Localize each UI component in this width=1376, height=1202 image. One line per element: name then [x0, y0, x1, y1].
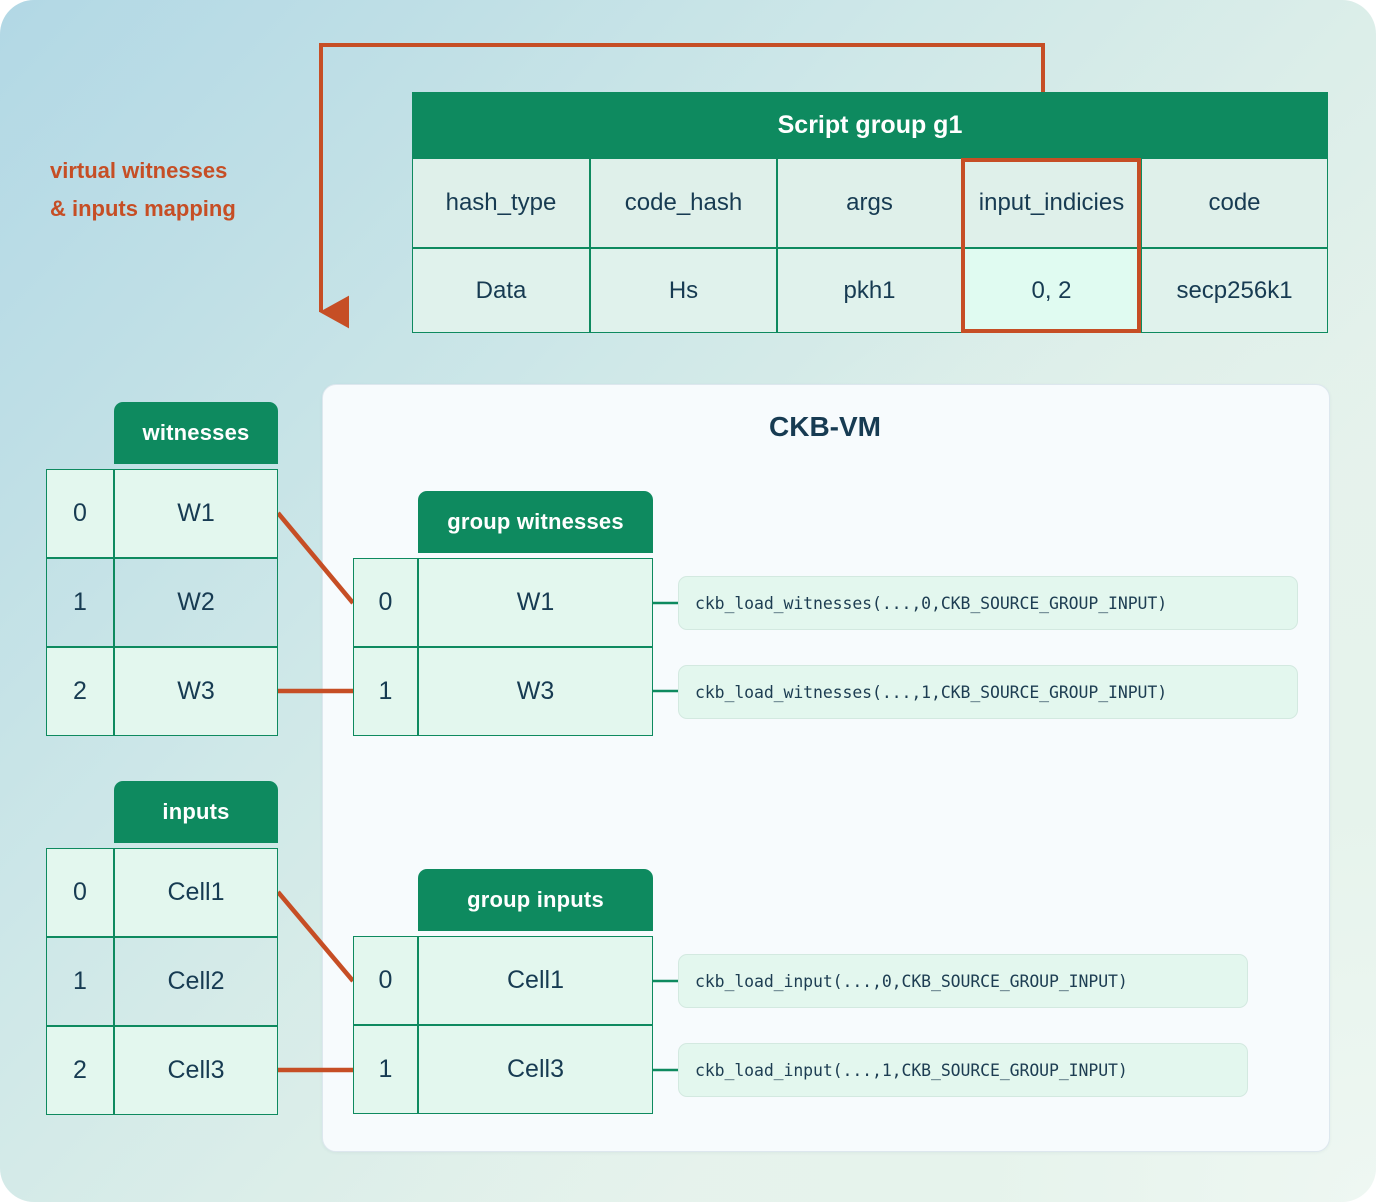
group-inputs-index-0: 0 [353, 936, 418, 1025]
ckb-vm-title: CKB-VM [769, 411, 881, 442]
witnesses-value-0: W1 [114, 469, 278, 558]
inputs-caption: inputs [114, 781, 278, 843]
script-group-header-input-indicies: input_indicies [962, 158, 1141, 248]
group-inputs-caption: group inputs [418, 869, 653, 931]
code-pill-load-witnesses-0: ckb_load_witnesses(...,0,CKB_SOURCE_GROU… [678, 576, 1298, 630]
inputs-value-0: Cell1 [114, 848, 278, 937]
inputs-value-2: Cell3 [114, 1026, 278, 1115]
script-group-value-hash-type: Data [412, 248, 590, 333]
group-inputs-value-0: Cell1 [418, 936, 653, 1025]
witnesses-caption: witnesses [114, 402, 278, 464]
annotation-line-2: & inputs mapping [50, 196, 236, 221]
script-group-value-args: pkh1 [777, 248, 962, 333]
witnesses-index-0: 0 [46, 469, 114, 558]
inputs-index-0: 0 [46, 848, 114, 937]
witnesses-index-1: 1 [46, 558, 114, 647]
inputs-value-1: Cell2 [114, 937, 278, 1026]
code-pill-load-input-0: ckb_load_input(...,0,CKB_SOURCE_GROUP_IN… [678, 954, 1248, 1008]
group-witnesses-value-0: W1 [418, 558, 653, 647]
script-group-header-hash-type: hash_type [412, 158, 590, 248]
group-inputs-value-1: Cell3 [418, 1025, 653, 1114]
script-group-header-args: args [777, 158, 962, 248]
code-pill-load-input-1: ckb_load_input(...,1,CKB_SOURCE_GROUP_IN… [678, 1043, 1248, 1097]
witnesses-value-1: W2 [114, 558, 278, 647]
script-group-header-code: code [1141, 158, 1328, 248]
annotation-virtual-witnesses: virtual witnesses & inputs mapping [50, 152, 300, 228]
group-witnesses-index-1: 1 [353, 647, 418, 736]
group-inputs-index-1: 1 [353, 1025, 418, 1114]
script-group-value-code: secp256k1 [1141, 248, 1328, 333]
script-group-value-code-hash: Hs [590, 248, 777, 333]
script-group-header-code-hash: code_hash [590, 158, 777, 248]
script-group-title: Script group g1 [412, 92, 1328, 158]
group-witnesses-index-0: 0 [353, 558, 418, 647]
annotation-line-1: virtual witnesses [50, 158, 228, 183]
group-witnesses-value-1: W3 [418, 647, 653, 736]
script-group-value-input-indicies: 0, 2 [962, 248, 1141, 333]
witnesses-value-2: W3 [114, 647, 278, 736]
inputs-index-2: 2 [46, 1026, 114, 1115]
inputs-index-1: 1 [46, 937, 114, 1026]
group-witnesses-caption: group witnesses [418, 491, 653, 553]
witnesses-index-2: 2 [46, 647, 114, 736]
code-pill-load-witnesses-1: ckb_load_witnesses(...,1,CKB_SOURCE_GROU… [678, 665, 1298, 719]
